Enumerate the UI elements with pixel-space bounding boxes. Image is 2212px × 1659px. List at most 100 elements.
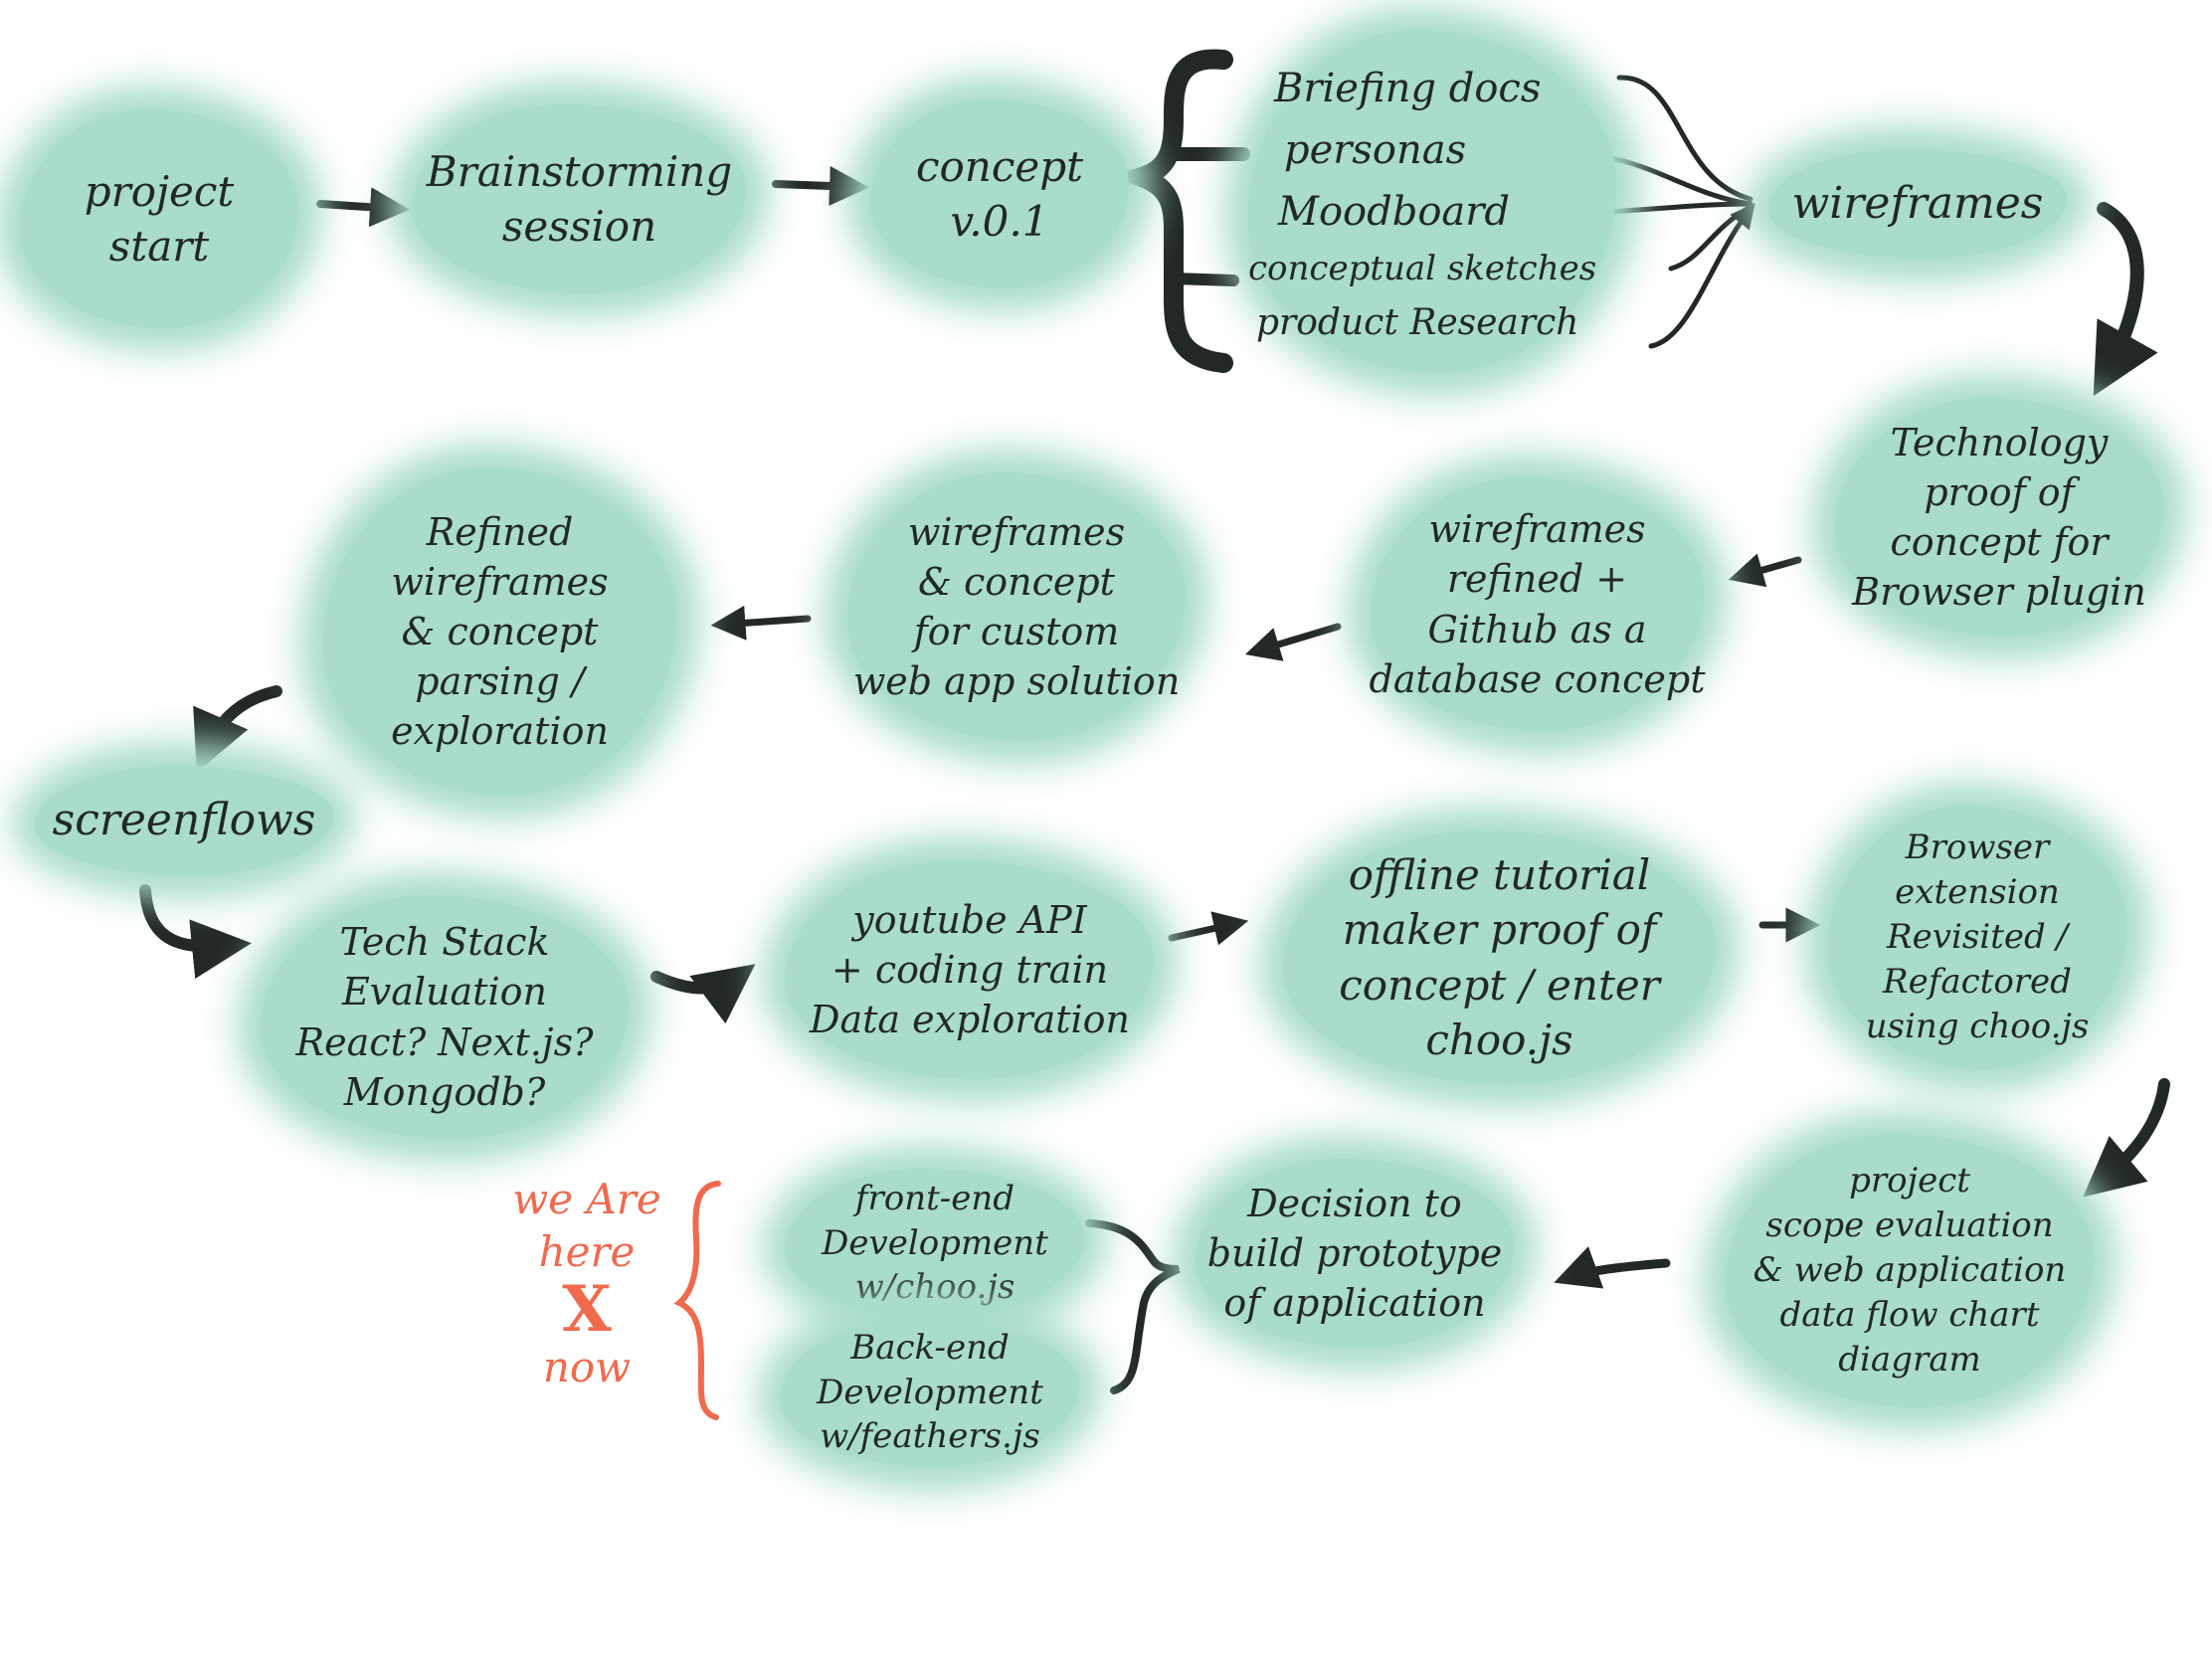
- node-text: Browser plugin: [1852, 570, 2146, 615]
- node-text: web app solution: [852, 659, 1181, 704]
- node-text: w/choo.js: [854, 1267, 1015, 1308]
- node-text: Brainstorming: [426, 146, 733, 196]
- node-offline-tutorial: offline tutorial maker proof of concept …: [1283, 830, 1716, 1084]
- brace-dev: [1085, 1219, 1181, 1394]
- node-text: of application: [1223, 1281, 1486, 1326]
- node-text: project: [1849, 1161, 1970, 1201]
- arrow-concept-to-refined2: [710, 605, 812, 641]
- conceptual-sketches: conceptual sketches: [1248, 249, 1597, 289]
- node-text: maker proof of: [1342, 905, 1657, 955]
- node-refined-wireframes: Refined wireframes & concept parsing / e…: [323, 467, 676, 796]
- node-decision: Decision to build prototype of applicati…: [1196, 1159, 1514, 1348]
- node-concept-v01: concept v.0.1: [870, 99, 1129, 288]
- arrow-tech-to-refined: [1728, 553, 1802, 588]
- node-text: scope evaluation: [1765, 1205, 2054, 1246]
- brace-we-are-here: [673, 1181, 721, 1420]
- node-wireframes: wireframes: [1768, 149, 2067, 259]
- we-are-here-annotation: we Are here X now: [492, 1174, 681, 1394]
- node-text: using choo.js: [1865, 1006, 2090, 1046]
- node-text: Technology: [1890, 420, 2109, 464]
- node-project-start: project start: [20, 109, 298, 328]
- node-text: Evaluation: [342, 970, 547, 1014]
- node-text: project: [84, 166, 235, 216]
- node-text: concept / enter: [1339, 960, 1660, 1010]
- node-text: Refined: [426, 509, 574, 554]
- node-text: Github as a: [1427, 607, 1647, 651]
- node-text: session: [501, 202, 657, 251]
- arrow-start-to-brainstorm: [316, 187, 410, 228]
- brace-tick-sketches: [1168, 273, 1239, 286]
- arrow-refined-to-concept: [1244, 623, 1342, 661]
- node-text: Revisited /: [1887, 917, 2068, 958]
- node-text: extension: [1895, 872, 2060, 913]
- node-text: Decision to: [1247, 1181, 1462, 1225]
- node-text: wireframes: [907, 509, 1126, 554]
- node-text: parsing /: [415, 659, 585, 704]
- node-text: youtube API: [852, 897, 1087, 942]
- node-text: v.0.1: [950, 197, 1049, 246]
- node-text: for custom: [913, 610, 1120, 653]
- node-browser-extension: Browser extension Revisited / Refactored…: [1828, 806, 2126, 1069]
- node-wireframes-refined: wireframes refined + Github as a databas…: [1370, 477, 1705, 731]
- node-screenflows: screenflows: [35, 766, 333, 875]
- node-text: Refactored: [1883, 961, 2072, 1002]
- node-tech-poc: Technology proof of concept for Browser …: [1835, 398, 2163, 637]
- node-text: choo.js: [1425, 1014, 1573, 1064]
- node-project-scope: project scope evaluation & web applicati…: [1726, 1134, 2094, 1407]
- node-tech-stack: Tech Stack Evaluation React? Next.js? Mo…: [261, 895, 629, 1139]
- node-text: & concept: [918, 559, 1115, 604]
- node-text: offline tutorial: [1348, 849, 1651, 899]
- arrow-techstack-to-youtube: [650, 964, 756, 1024]
- arrow-scope-to-decision: [1554, 1246, 1671, 1289]
- arrow-refined2-to-screenflows: [193, 685, 282, 773]
- node-text: data flow chart: [1779, 1294, 2040, 1335]
- arrow-brainstorm-to-concept: [772, 165, 869, 206]
- node-text: build prototype: [1206, 1230, 1503, 1275]
- node-text: w/feathers.js: [820, 1416, 1040, 1457]
- node-text: & concept: [401, 609, 599, 653]
- brace-concept: [1110, 49, 1233, 373]
- annotation-line: here: [538, 1226, 636, 1276]
- node-text: Data exploration: [810, 998, 1130, 1042]
- x-mark-icon: X: [562, 1272, 612, 1347]
- node-text: concept for: [1890, 520, 2109, 564]
- briefing-docs: Briefing docs: [1274, 66, 1542, 112]
- node-text: Development: [822, 1222, 1048, 1263]
- link-research: [1648, 203, 1755, 349]
- node-text: & web application: [1752, 1250, 2067, 1291]
- node-text: + coding train: [830, 947, 1109, 992]
- link-sketches: [1668, 204, 1753, 272]
- node-text: wireframes: [1791, 177, 2044, 229]
- arrow-youtube-to-offline: [1168, 911, 1249, 946]
- node-brainstorming: Brainstorming session: [413, 104, 746, 293]
- annotation-line: now: [542, 1343, 632, 1391]
- node-wireframes-concept: wireframes & concept for custom web app …: [847, 472, 1186, 741]
- moodboard: Moodboard: [1278, 189, 1510, 236]
- node-concept-outputs: Briefing docs personas Moodboard concept…: [1248, 30, 1616, 373]
- node-text: Development: [817, 1372, 1043, 1412]
- arrow-browser-to-scope: [2083, 1078, 2170, 1198]
- node-text: exploration: [391, 709, 609, 754]
- personas: personas: [1284, 127, 1467, 174]
- arrow-screenflows-to-techstack: [139, 884, 252, 980]
- node-text: front-end: [854, 1178, 1015, 1218]
- node-backend: Back-end Development w/feathers.js: [781, 1318, 1079, 1467]
- node-text: Back-end: [850, 1327, 1010, 1368]
- link-briefing: [1616, 75, 1753, 202]
- node-text: start: [108, 222, 210, 271]
- node-youtube-api: youtube API + coding train Data explorat…: [786, 860, 1154, 1079]
- product-research: product Research: [1256, 301, 1579, 343]
- node-text: wireframes: [1428, 507, 1646, 552]
- node-text: screenflows: [52, 794, 316, 845]
- arrow-wireframes-to-tech: [2093, 202, 2158, 397]
- node-text: Tech Stack: [339, 920, 550, 965]
- annotation-line: we Are: [512, 1175, 661, 1223]
- node-frontend: front-end Development w/choo.js: [786, 1169, 1084, 1318]
- node-text: concept: [916, 141, 1083, 191]
- node-text: Browser: [1905, 828, 2050, 868]
- node-text: Mongodb?: [343, 1069, 546, 1114]
- node-text: refined +: [1446, 557, 1628, 602]
- node-text: wireframes: [391, 559, 609, 604]
- node-text: diagram: [1838, 1339, 1981, 1380]
